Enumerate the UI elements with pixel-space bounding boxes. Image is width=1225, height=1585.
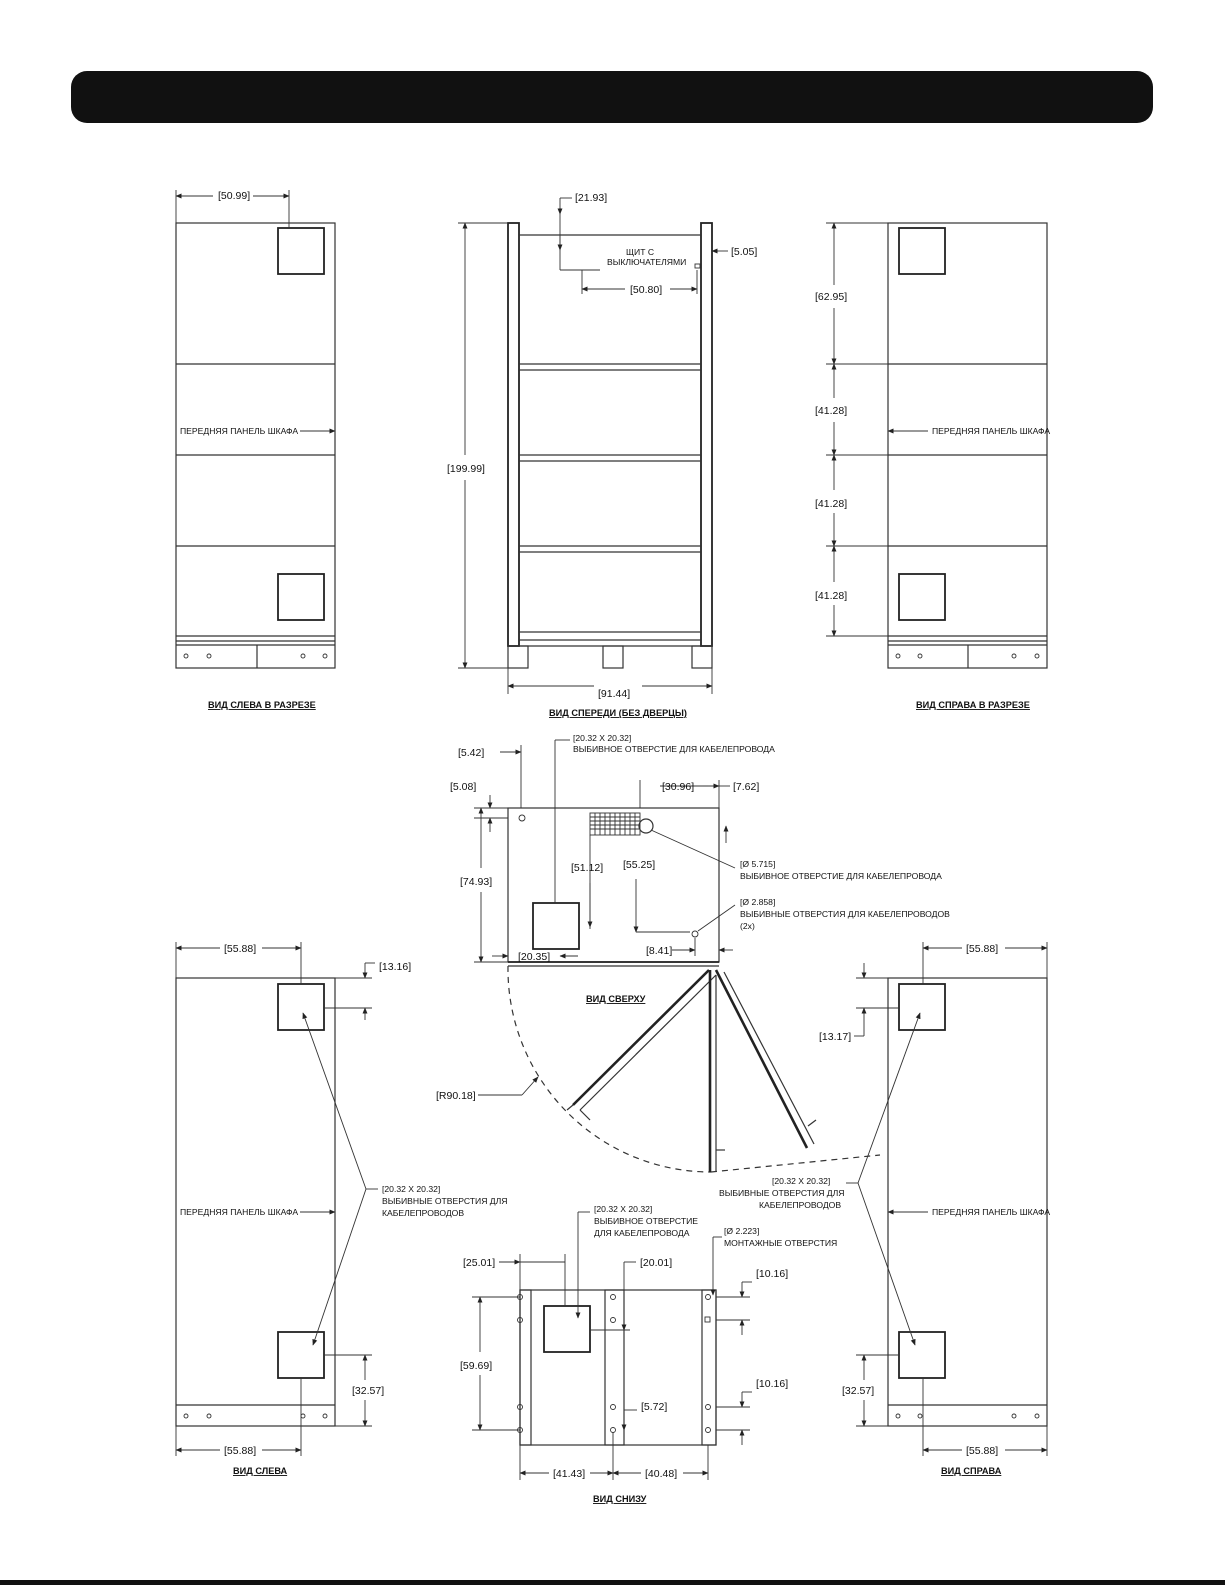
dim-label: [62.95] bbox=[815, 291, 847, 303]
caption-top: ВИД СВЕРХУ bbox=[586, 994, 646, 1004]
knockout-note: ВЫБИВНОЕ ОТВЕРСТИЕ ДЛЯ КАБЕЛЕПРОВОДА bbox=[573, 744, 775, 754]
left-section-view: [50.99] ПЕРЕДНЯЯ ПАНЕЛЬ ШКАФА ВИД СЛЕВА … bbox=[175, 190, 336, 710]
dim-label: [41.43] bbox=[553, 1468, 585, 1480]
knockout-square bbox=[277, 227, 325, 275]
caption-left-section: ВИД СЛЕВА В РАЗРЕЗЕ bbox=[208, 700, 316, 710]
front-panel-label: ПЕРЕДНЯЯ ПАНЕЛЬ ШКАФА bbox=[180, 1207, 298, 1217]
radius-label: [R90.18] bbox=[436, 1090, 476, 1102]
panelboard-label: ВЫКЛЮЧАТЕЛЯМИ bbox=[607, 257, 686, 267]
vent-grille bbox=[589, 812, 641, 836]
front-view: ЩИТ С ВЫКЛЮЧАТЕЛЯМИ [21.93] [5.05] [50.8… bbox=[447, 192, 757, 718]
round-knockout bbox=[638, 818, 654, 834]
knockout-square bbox=[277, 1331, 325, 1379]
mounting-note: [Ø 2.223] bbox=[724, 1226, 759, 1236]
knockout-note: КАБЕЛЕПРОВОДОВ bbox=[759, 1200, 841, 1210]
front-panel-label: ПЕРЕДНЯЯ ПАНЕЛЬ ШКАФА bbox=[932, 1207, 1050, 1217]
knockout-square bbox=[532, 902, 580, 950]
dim-label: [91.44] bbox=[598, 688, 630, 700]
dim-label: [51.12] bbox=[571, 862, 603, 874]
front-panel-label: ПЕРЕДНЯЯ ПАНЕЛЬ ШКАФА bbox=[932, 426, 1050, 436]
front-panel-label: ПЕРЕДНЯЯ ПАНЕЛЬ ШКАФА bbox=[180, 426, 298, 436]
dim-label: [8.41] bbox=[646, 945, 672, 957]
dim-label: [30.96] bbox=[662, 781, 694, 793]
dim-label: [41.28] bbox=[815, 405, 847, 417]
mounting-note: МОНТАЖНЫЕ ОТВЕРСТИЯ bbox=[724, 1238, 837, 1248]
dim-label: [55.88] bbox=[966, 1445, 998, 1457]
header-bar bbox=[71, 71, 1153, 123]
knockout-note: [Ø 2.858] bbox=[740, 897, 775, 907]
dim-label: [20.01] bbox=[640, 1257, 672, 1269]
dim-label: [20.35] bbox=[518, 951, 550, 963]
caption-right-section: ВИД СПРАВА В РАЗРЕЗЕ bbox=[916, 700, 1030, 710]
right-section-view: [62.95] [41.28] [41.28] [41.28] ПЕРЕДНЯЯ… bbox=[815, 222, 1050, 710]
dim-label: [50.80] bbox=[630, 284, 662, 296]
caption-right: ВИД СПРАВА bbox=[941, 1466, 1002, 1476]
caption-left: ВИД СЛЕВА bbox=[233, 1466, 287, 1476]
knockout-square bbox=[277, 983, 325, 1031]
knockout-note: (2x) bbox=[740, 921, 755, 931]
dim-label: [41.28] bbox=[815, 590, 847, 602]
caption-bottom: ВИД СНИЗУ bbox=[593, 1494, 647, 1504]
dim-label: [55.25] bbox=[623, 859, 655, 871]
dim-label: [7.62] bbox=[733, 781, 759, 793]
dim-label: [5.05] bbox=[731, 246, 757, 258]
knockout-note: [Ø 5.715] bbox=[740, 859, 775, 869]
bottom-view: [25.01] [20.01] [10.16] [10.16] [59.69] … bbox=[460, 1204, 837, 1504]
dim-label: [55.88] bbox=[224, 1445, 256, 1457]
knockout-note: [20.32 X 20.32] bbox=[382, 1184, 440, 1194]
dim-label: [40.48] bbox=[645, 1468, 677, 1480]
top-view: [5.42] [5.08] [30.96] [7.62] [74.93] [51… bbox=[436, 733, 950, 1173]
knockout-square bbox=[898, 1331, 946, 1379]
knockout-square bbox=[277, 573, 325, 621]
dim-label: [13.17] bbox=[819, 1031, 851, 1043]
dim-label: [74.93] bbox=[460, 876, 492, 888]
dim-label: [5.42] bbox=[458, 747, 484, 759]
knockout-note: КАБЕЛЕПРОВОДОВ bbox=[382, 1208, 464, 1218]
left-view: [55.88] [13.16] [32.57] [55.88] ПЕРЕДНЯЯ… bbox=[175, 942, 507, 1476]
knockout-note: [20.32 X 20.32] bbox=[573, 733, 631, 743]
knockout-note: ВЫБИВНЫЕ ОТВЕРСТИЯ ДЛЯ bbox=[382, 1196, 507, 1206]
dim-label: [5.08] bbox=[450, 781, 476, 793]
dim-label: [55.88] bbox=[966, 943, 998, 955]
knockout-note: [20.32 X 20.32] bbox=[772, 1176, 830, 1186]
knockout-note: ВЫБИВНЫЕ ОТВЕРСТИЯ ДЛЯ bbox=[719, 1188, 844, 1198]
dim-label: [5.72] bbox=[641, 1401, 667, 1413]
footer-rule bbox=[0, 1580, 1225, 1585]
right-view: [55.88] [13.17] [32.57] [55.88] ПЕРЕДНЯЯ… bbox=[719, 942, 1050, 1476]
dim-label: [21.93] bbox=[575, 192, 607, 204]
dim-label: [10.16] bbox=[756, 1268, 788, 1280]
knockout-square bbox=[898, 227, 946, 275]
dim-label: [32.57] bbox=[842, 1385, 874, 1397]
knockout-square bbox=[898, 983, 946, 1031]
knockout-square bbox=[543, 1305, 591, 1353]
dim-label: [50.99] bbox=[218, 190, 250, 202]
dim-label: [41.28] bbox=[815, 498, 847, 510]
knockout-note: [20.32 X 20.32] bbox=[594, 1204, 652, 1214]
caption-front: ВИД СПЕРЕДИ (БЕЗ ДВЕРЦЫ) bbox=[549, 708, 687, 718]
dim-label: [199.99] bbox=[447, 463, 485, 475]
dim-label: [32.57] bbox=[352, 1385, 384, 1397]
knockout-note: ВЫБИВНОЕ ОТВЕРСТИЕ bbox=[594, 1216, 698, 1226]
knockout-note: ВЫБИВНОЕ ОТВЕРСТИЕ ДЛЯ КАБЕЛЕПРОВОДА bbox=[740, 871, 942, 881]
knockout-note: ДЛЯ КАБЕЛЕПРОВОДА bbox=[594, 1228, 690, 1238]
dim-label: [25.01] bbox=[463, 1257, 495, 1269]
knockout-note: ВЫБИВНЫЕ ОТВЕРСТИЯ ДЛЯ КАБЕЛЕПРОВОДОВ bbox=[740, 909, 950, 919]
knockout-square bbox=[898, 573, 946, 621]
dim-label: [59.69] bbox=[460, 1360, 492, 1372]
panelboard-label: ЩИТ С bbox=[626, 247, 654, 257]
dim-label: [13.16] bbox=[379, 961, 411, 973]
dim-label: [10.16] bbox=[756, 1378, 788, 1390]
dim-label: [55.88] bbox=[224, 943, 256, 955]
